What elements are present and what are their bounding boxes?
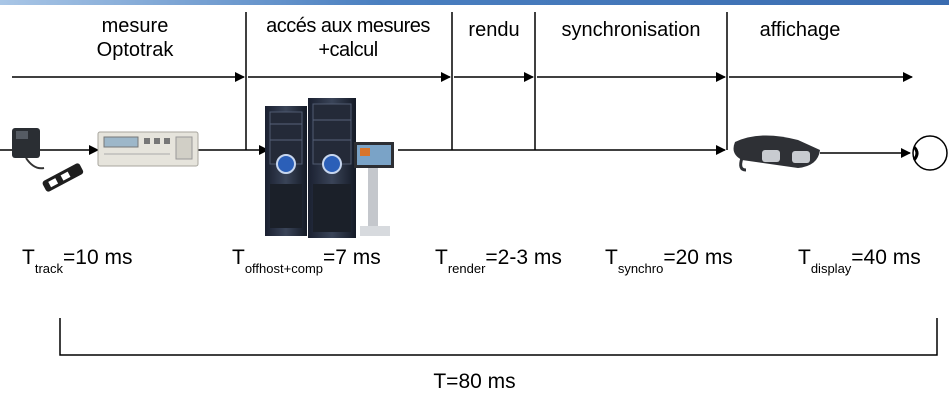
server-rack-icon bbox=[265, 98, 356, 238]
latency-offhost-comp: Toffhost+comp=7 ms bbox=[232, 246, 381, 276]
stage-affichage-label: affichage bbox=[759, 19, 841, 41]
optotrak-controller-icon bbox=[97, 131, 199, 167]
optotrak-sensor-icon bbox=[12, 128, 84, 192]
total-bracket bbox=[59, 318, 938, 356]
latency-synchro: Tsynchro=20 ms bbox=[605, 246, 733, 276]
hmd-goggles-icon bbox=[733, 135, 820, 172]
latency-display: Tdisplay=40 ms bbox=[798, 246, 921, 276]
kiosk-terminal-icon bbox=[354, 142, 394, 236]
latency-track: Ttrack=10 ms bbox=[22, 246, 133, 276]
stage-acces-label: accés aux mesures+calcul bbox=[266, 15, 430, 61]
eye-icon bbox=[912, 135, 948, 171]
total-latency-label: T=80 ms bbox=[433, 370, 516, 393]
latency-render: Trender=2-3 ms bbox=[435, 246, 562, 276]
stage-rendu-label: rendu bbox=[468, 19, 520, 41]
top-accent-bar bbox=[0, 0, 949, 5]
stage-synchronisation-label: synchronisation bbox=[561, 19, 701, 41]
